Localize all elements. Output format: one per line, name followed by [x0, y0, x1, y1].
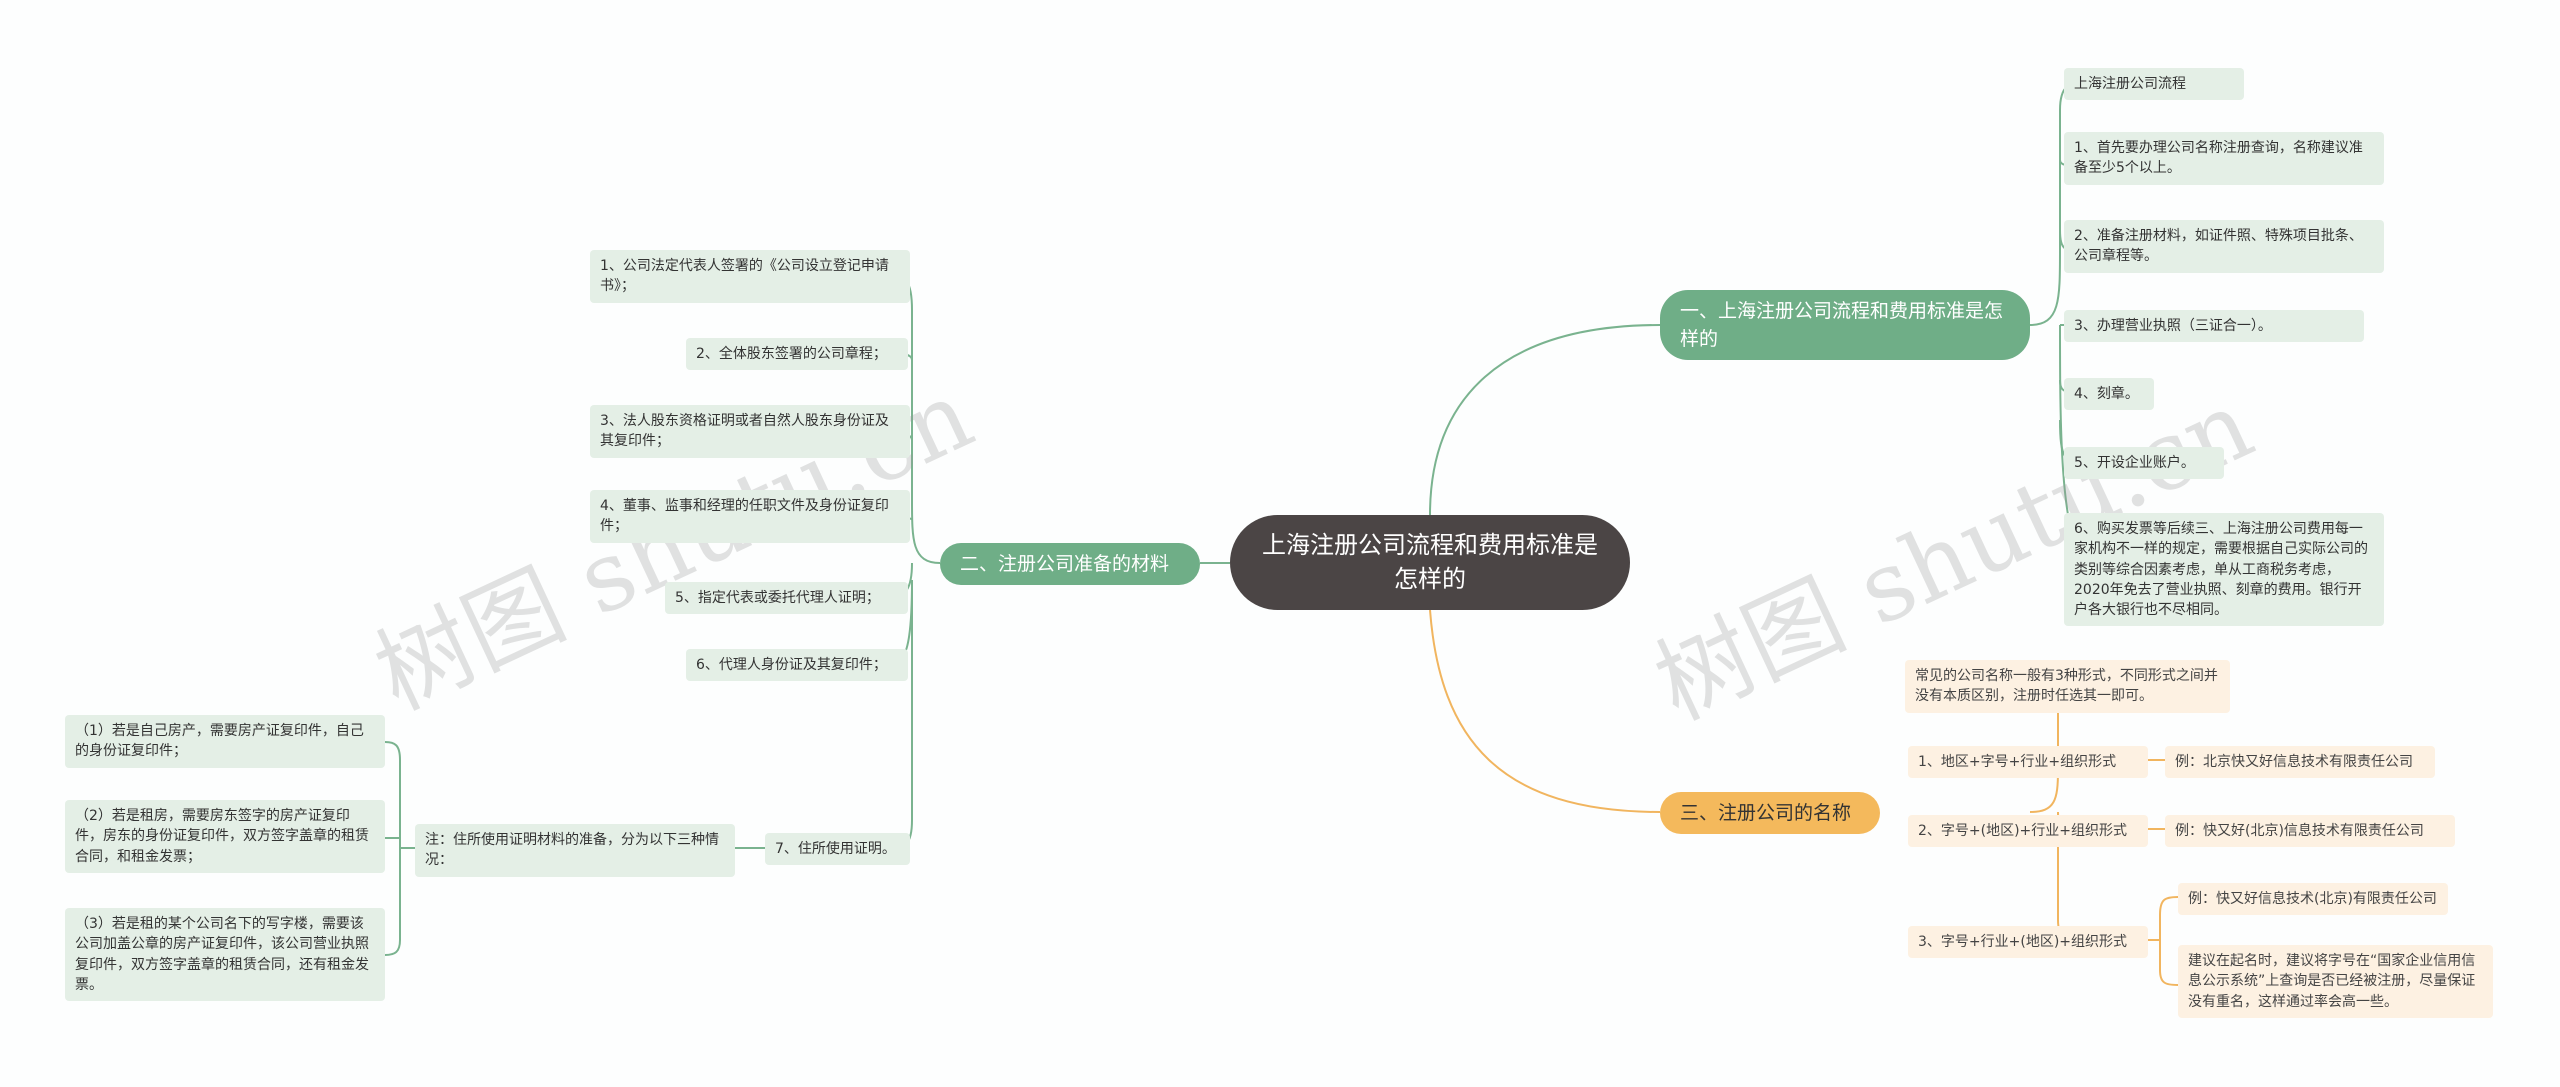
material-item-1[interactable]: 1、公司法定代表人签署的《公司设立登记申请书》； — [590, 250, 910, 303]
residence-note[interactable]: 注：住所使用证明材料的准备，分为以下三种情况： — [415, 824, 735, 877]
material-item-6[interactable]: 6、代理人身份证及其复印件； — [686, 649, 908, 682]
name-form-1[interactable]: 1、地区+字号+行业+组织形式 — [1908, 746, 2148, 779]
process-item-6[interactable]: 6、购买发票等后续三、上海注册公司费用每一家机构不一样的规定，需要根据自己实际公… — [2064, 513, 2384, 627]
material-item-7[interactable]: 7、住所使用证明。 — [765, 833, 910, 866]
material-item-5[interactable]: 5、指定代表或委托代理人证明； — [665, 582, 908, 615]
name-form-2[interactable]: 2、字号+(地区)+行业+组织形式 — [1908, 815, 2148, 848]
name-suggestion[interactable]: 建议在起名时，建议将字号在“国家企业信用信息公示系统”上查询是否已经被注册，尽量… — [2178, 945, 2493, 1018]
residence-case-1[interactable]: （1）若是自己房产，需要房产证复印件，自己的身份证复印件； — [65, 715, 385, 768]
branch-process-and-fees[interactable]: 一、上海注册公司流程和费用标准是怎样的 — [1660, 290, 2030, 360]
name-form-3-example[interactable]: 例：快又好信息技术(北京)有限责任公司 — [2178, 883, 2448, 916]
material-item-3[interactable]: 3、法人股东资格证明或者自然人股东身份证及其复印件； — [590, 405, 910, 458]
process-item-4[interactable]: 4、刻章。 — [2064, 378, 2154, 411]
branch-materials[interactable]: 二、注册公司准备的材料 — [940, 543, 1200, 585]
material-item-4[interactable]: 4、董事、监事和经理的任职文件及身份证复印件； — [590, 490, 910, 543]
branch-company-name[interactable]: 三、注册公司的名称 — [1660, 792, 1880, 834]
process-item-2[interactable]: 2、准备注册材料，如证件照、特殊项目批条、公司章程等。 — [2064, 220, 2384, 273]
residence-case-3[interactable]: （3）若是租的某个公司名下的写字楼，需要该公司加盖公章的房产证复印件，该公司营业… — [65, 908, 385, 1002]
residence-case-2[interactable]: （2）若是租房，需要房东签字的房产证复印件，房东的身份证复印件，双方签字盖章的租… — [65, 800, 385, 873]
process-item-3[interactable]: 3、办理营业执照（三证合一）。 — [2064, 310, 2364, 343]
name-form-1-example[interactable]: 例：北京快又好信息技术有限责任公司 — [2165, 746, 2435, 779]
material-item-2[interactable]: 2、全体股东签署的公司章程； — [686, 338, 908, 371]
root-topic[interactable]: 上海注册公司流程和费用标准是怎样的 — [1230, 515, 1630, 610]
process-item-1[interactable]: 1、首先要办理公司名称注册查询，名称建议准备至少5个以上。 — [2064, 132, 2384, 185]
process-item-5[interactable]: 5、开设企业账户。 — [2064, 447, 2224, 480]
process-item-title[interactable]: 上海注册公司流程 — [2064, 68, 2244, 101]
name-form-2-example[interactable]: 例：快又好(北京)信息技术有限责任公司 — [2165, 815, 2455, 848]
name-intro[interactable]: 常见的公司名称一般有3种形式，不同形式之间并没有本质区别，注册时任选其一即可。 — [1905, 660, 2230, 713]
name-form-3[interactable]: 3、字号+行业+(地区)+组织形式 — [1908, 926, 2148, 959]
